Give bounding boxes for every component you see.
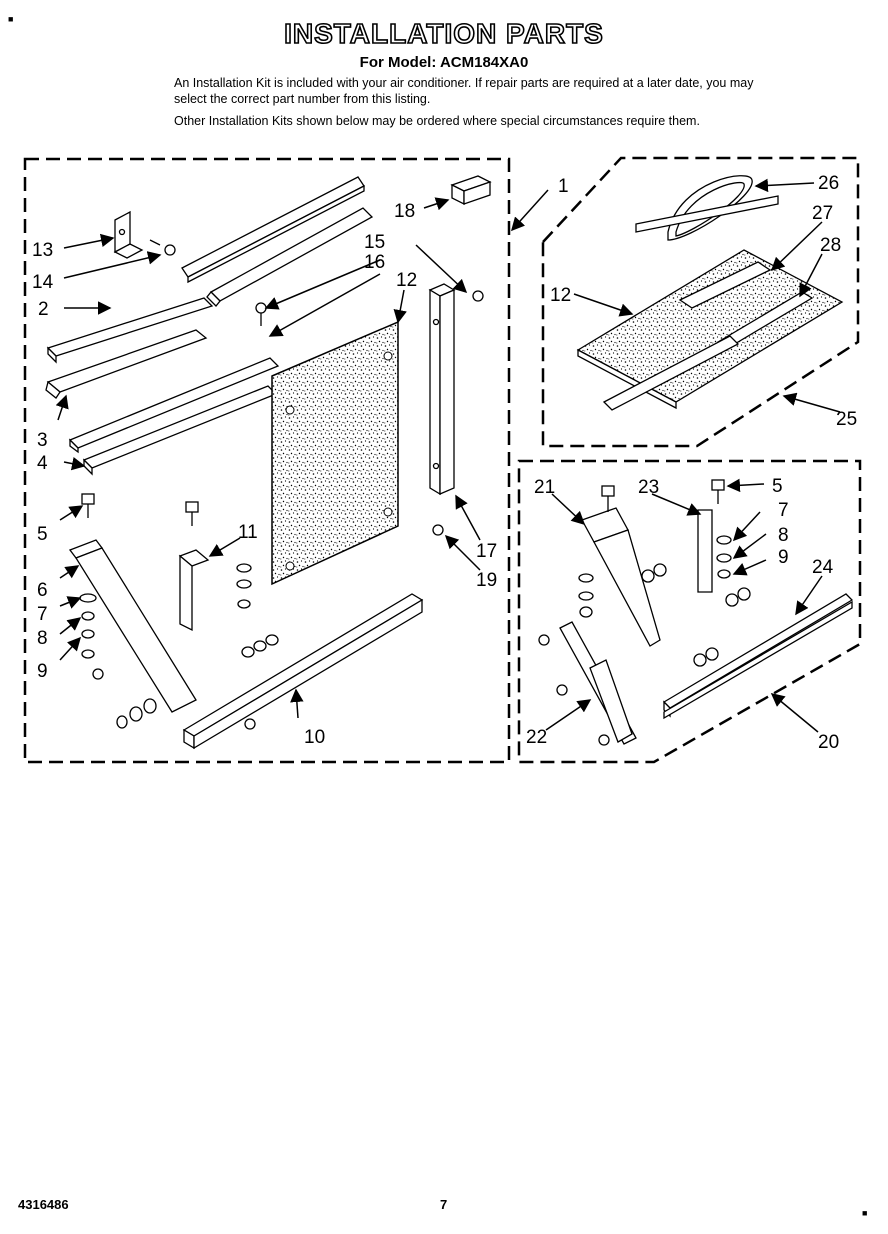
callout-16: 16 bbox=[364, 252, 385, 273]
registration-mark-bottom: ■ bbox=[862, 1208, 868, 1218]
lower-rail-part-10 bbox=[182, 593, 424, 750]
callout-13: 13 bbox=[32, 240, 53, 261]
callout-7b: 7 bbox=[778, 500, 789, 521]
other-kits-paragraph: Other Installation Kits shown below may … bbox=[174, 114, 700, 128]
support-rail-part-20 bbox=[663, 600, 853, 720]
hardware-lower-left bbox=[116, 698, 256, 730]
callout-22: 22 bbox=[526, 727, 547, 748]
callout-24: 24 bbox=[812, 557, 834, 578]
callout-4: 4 bbox=[37, 453, 48, 474]
callout-26: 26 bbox=[818, 173, 839, 194]
hardware-part-11-stack bbox=[236, 563, 279, 658]
insulation-kit-frame bbox=[541, 156, 860, 448]
callout-9: 9 bbox=[37, 661, 48, 682]
support-rail-part-24 bbox=[662, 593, 854, 718]
callout-numbers: 1 2 3 4 5 6 7 8 9 10 11 12 13 14 15 16 1… bbox=[32, 173, 857, 753]
screw-part-5 bbox=[81, 493, 95, 518]
rail-part-3 bbox=[45, 329, 208, 399]
callout-12b: 12 bbox=[550, 285, 571, 306]
top-channel-rail bbox=[181, 176, 365, 284]
support-bracket-part-21 bbox=[581, 485, 661, 647]
intro-paragraph: An Installation Kit is included with you… bbox=[174, 76, 754, 106]
callout-19: 19 bbox=[476, 570, 497, 591]
insulation-tray-part-12 bbox=[576, 249, 844, 410]
bracket-part-13 bbox=[113, 210, 144, 259]
registration-mark-top: ■ bbox=[8, 14, 14, 24]
top-channel-lower bbox=[206, 207, 374, 307]
screw-part-14 bbox=[149, 239, 176, 256]
rail-part-2 bbox=[46, 297, 214, 364]
callout-18: 18 bbox=[394, 201, 415, 222]
main-kit-frame bbox=[23, 157, 511, 764]
callout-21: 21 bbox=[534, 477, 555, 498]
support-bracket-part-23 bbox=[697, 479, 725, 593]
support-leg-part-22 bbox=[559, 621, 637, 745]
model-line: For Model: ACM184XA0 bbox=[359, 54, 529, 71]
side-post-part-17 bbox=[428, 283, 456, 496]
callout-23: 23 bbox=[638, 477, 659, 498]
page-title: INSTALLATION PARTS bbox=[283, 17, 604, 50]
seal-strip-part-26 bbox=[635, 195, 779, 233]
callout-1: 1 bbox=[558, 176, 569, 197]
support-arm-part-6 bbox=[68, 539, 197, 713]
callout-5: 5 bbox=[37, 524, 48, 545]
support-kit-frame bbox=[517, 459, 862, 764]
callout-15: 15 bbox=[364, 232, 385, 253]
callout-10: 10 bbox=[304, 727, 325, 748]
bracket-part-11 bbox=[178, 501, 210, 632]
callout-8: 8 bbox=[37, 628, 48, 649]
callout-20: 20 bbox=[818, 732, 839, 753]
screw-part-15 bbox=[255, 290, 484, 326]
callout-14: 14 bbox=[32, 272, 54, 293]
seal-rail-part-25 bbox=[602, 335, 740, 411]
callout-27: 27 bbox=[812, 203, 833, 224]
callout-7: 7 bbox=[37, 604, 48, 625]
document-number: 4316486 bbox=[18, 1197, 69, 1212]
rail-part-16 bbox=[68, 357, 280, 454]
foam-panel-part-12 bbox=[271, 320, 399, 586]
callout-5b: 5 bbox=[772, 476, 783, 497]
foam-block-part-18 bbox=[450, 175, 492, 206]
callout-3: 3 bbox=[37, 430, 48, 451]
callout-8b: 8 bbox=[778, 525, 789, 546]
callout-17: 17 bbox=[476, 541, 497, 562]
callout-11: 11 bbox=[238, 522, 258, 543]
screw-part-19 bbox=[432, 524, 444, 536]
callout-6: 6 bbox=[37, 580, 48, 601]
insulation-block-part-27 bbox=[678, 261, 772, 309]
callout-2: 2 bbox=[38, 299, 49, 320]
page-number: 7 bbox=[440, 1197, 448, 1212]
leader-lines bbox=[55, 178, 841, 733]
callout-9b: 9 bbox=[778, 547, 789, 568]
washers-parts-7-8-9 bbox=[79, 593, 104, 680]
callout-28: 28 bbox=[820, 235, 841, 256]
callout-25: 25 bbox=[836, 409, 857, 430]
hardware-support-right bbox=[538, 535, 751, 746]
callout-12: 12 bbox=[396, 270, 417, 291]
